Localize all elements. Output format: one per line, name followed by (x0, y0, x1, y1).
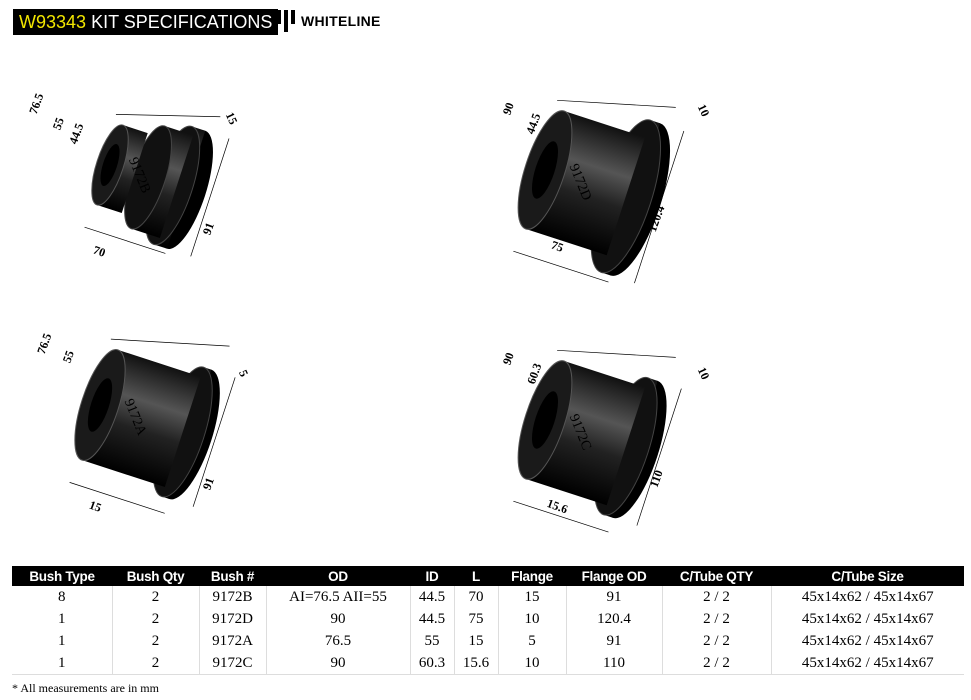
table-cell: 55 (409, 630, 454, 652)
table-cell: 91 (565, 630, 662, 652)
table-cell: 45x14x62 / 45x14x67 (770, 630, 964, 652)
dimension-label: 55 (60, 349, 77, 365)
dimension-label: 15 (87, 498, 103, 515)
table-cell: 76.5 (265, 630, 410, 652)
dimension-label: 91 (200, 221, 217, 237)
column-header: Flange OD (566, 566, 662, 586)
dimension-label: 90 (500, 101, 517, 117)
table-cell: 2 (111, 652, 199, 675)
dimension-label: 75 (549, 238, 565, 255)
table-cell: 1 (58, 654, 66, 671)
table-cell: 2 / 2 (661, 608, 771, 630)
title-text: KIT SPECIFICATIONS (91, 12, 273, 32)
table-cell: 45x14x62 / 45x14x67 (770, 652, 964, 675)
table-cell: 1 (58, 610, 66, 627)
table-cell: 90 (265, 652, 410, 675)
dimension-label: 5 (236, 368, 251, 379)
table-cell: 2 / 2 (661, 630, 771, 652)
table-cell: 9172D (198, 608, 266, 630)
whiteline-logo-icon (277, 10, 295, 32)
bush-9172C: 9172C (513, 349, 682, 533)
table-cell: 9172A (198, 630, 266, 652)
table-cell: 15 (453, 630, 498, 652)
dimension-label: 15 (223, 110, 241, 127)
table-cell: 5 (497, 630, 566, 652)
table-cell: 2 / 2 (661, 586, 771, 608)
table-cell: 91 (565, 586, 662, 608)
table-cell: 8 (58, 588, 66, 605)
table-cell: 15 (497, 586, 566, 608)
dimension-label: 10 (695, 102, 713, 119)
column-header: L (454, 566, 498, 586)
page-title: W93343 KIT SPECIFICATIONS (13, 9, 279, 35)
table-cell: 44.5 (409, 608, 454, 630)
column-header: Bush Type (12, 566, 112, 586)
dimension-label: 44.5 (66, 121, 86, 146)
dimension-label: 90 (500, 351, 517, 367)
table-cell: 45x14x62 / 45x14x67 (770, 586, 964, 608)
dimension-label: 44.5 (523, 111, 543, 136)
table-cell: 45x14x62 / 45x14x67 (770, 608, 964, 630)
bush-9172D: 9172D (513, 99, 685, 284)
column-header: C/Tube QTY (662, 566, 771, 586)
dimension-label: 91 (200, 476, 217, 492)
brand-name: WHITELINE (301, 13, 381, 29)
footnote: * All measurements are in mm (12, 681, 159, 695)
dimension-label: 10 (695, 365, 713, 382)
table-cell: 2 / 2 (661, 652, 771, 675)
table-cell: 9172C (198, 652, 266, 675)
column-header: C/Tube Size (771, 566, 964, 586)
bush-9172A: 9172A (69, 338, 236, 514)
dimension-label: 76.5 (26, 91, 46, 116)
table-cell: 2 (111, 586, 199, 608)
dimension-label: 55 (50, 116, 67, 132)
table-cell: AI=76.5 AII=55 (265, 586, 410, 608)
table-cell: 44.5 (409, 586, 454, 608)
table-cell: 9172B (198, 586, 266, 608)
column-header: ID (410, 566, 454, 586)
table-cell: 1 (58, 632, 66, 649)
table-cell: 10 (497, 608, 566, 630)
column-header: Bush # (199, 566, 266, 586)
table-cell: 60.3 (409, 652, 454, 675)
table-cell: 70 (453, 586, 498, 608)
table-cell: 2 (111, 608, 199, 630)
column-header: Bush Qty (112, 566, 199, 586)
dimension-label: 76.5 (34, 331, 54, 356)
dimension-label: 60.3 (524, 361, 544, 386)
dimension-label: 70 (91, 243, 107, 260)
kit-code: W93343 (19, 12, 87, 32)
table-cell: 110 (565, 652, 662, 675)
dimension-label: 15.6 (545, 496, 570, 516)
table-cell: 120.4 (565, 608, 662, 630)
table-cell: 10 (497, 652, 566, 675)
table-cell: 90 (265, 608, 410, 630)
table-cell: 2 (111, 630, 199, 652)
bush-9172B: 9172B (84, 114, 230, 257)
dimension-label: 110 (647, 468, 666, 489)
table-cell: 15.6 (453, 652, 498, 675)
column-header: Flange (498, 566, 566, 586)
brand-logo: WHITELINE (277, 10, 381, 32)
table-cell: 75 (453, 608, 498, 630)
column-header: OD (266, 566, 410, 586)
